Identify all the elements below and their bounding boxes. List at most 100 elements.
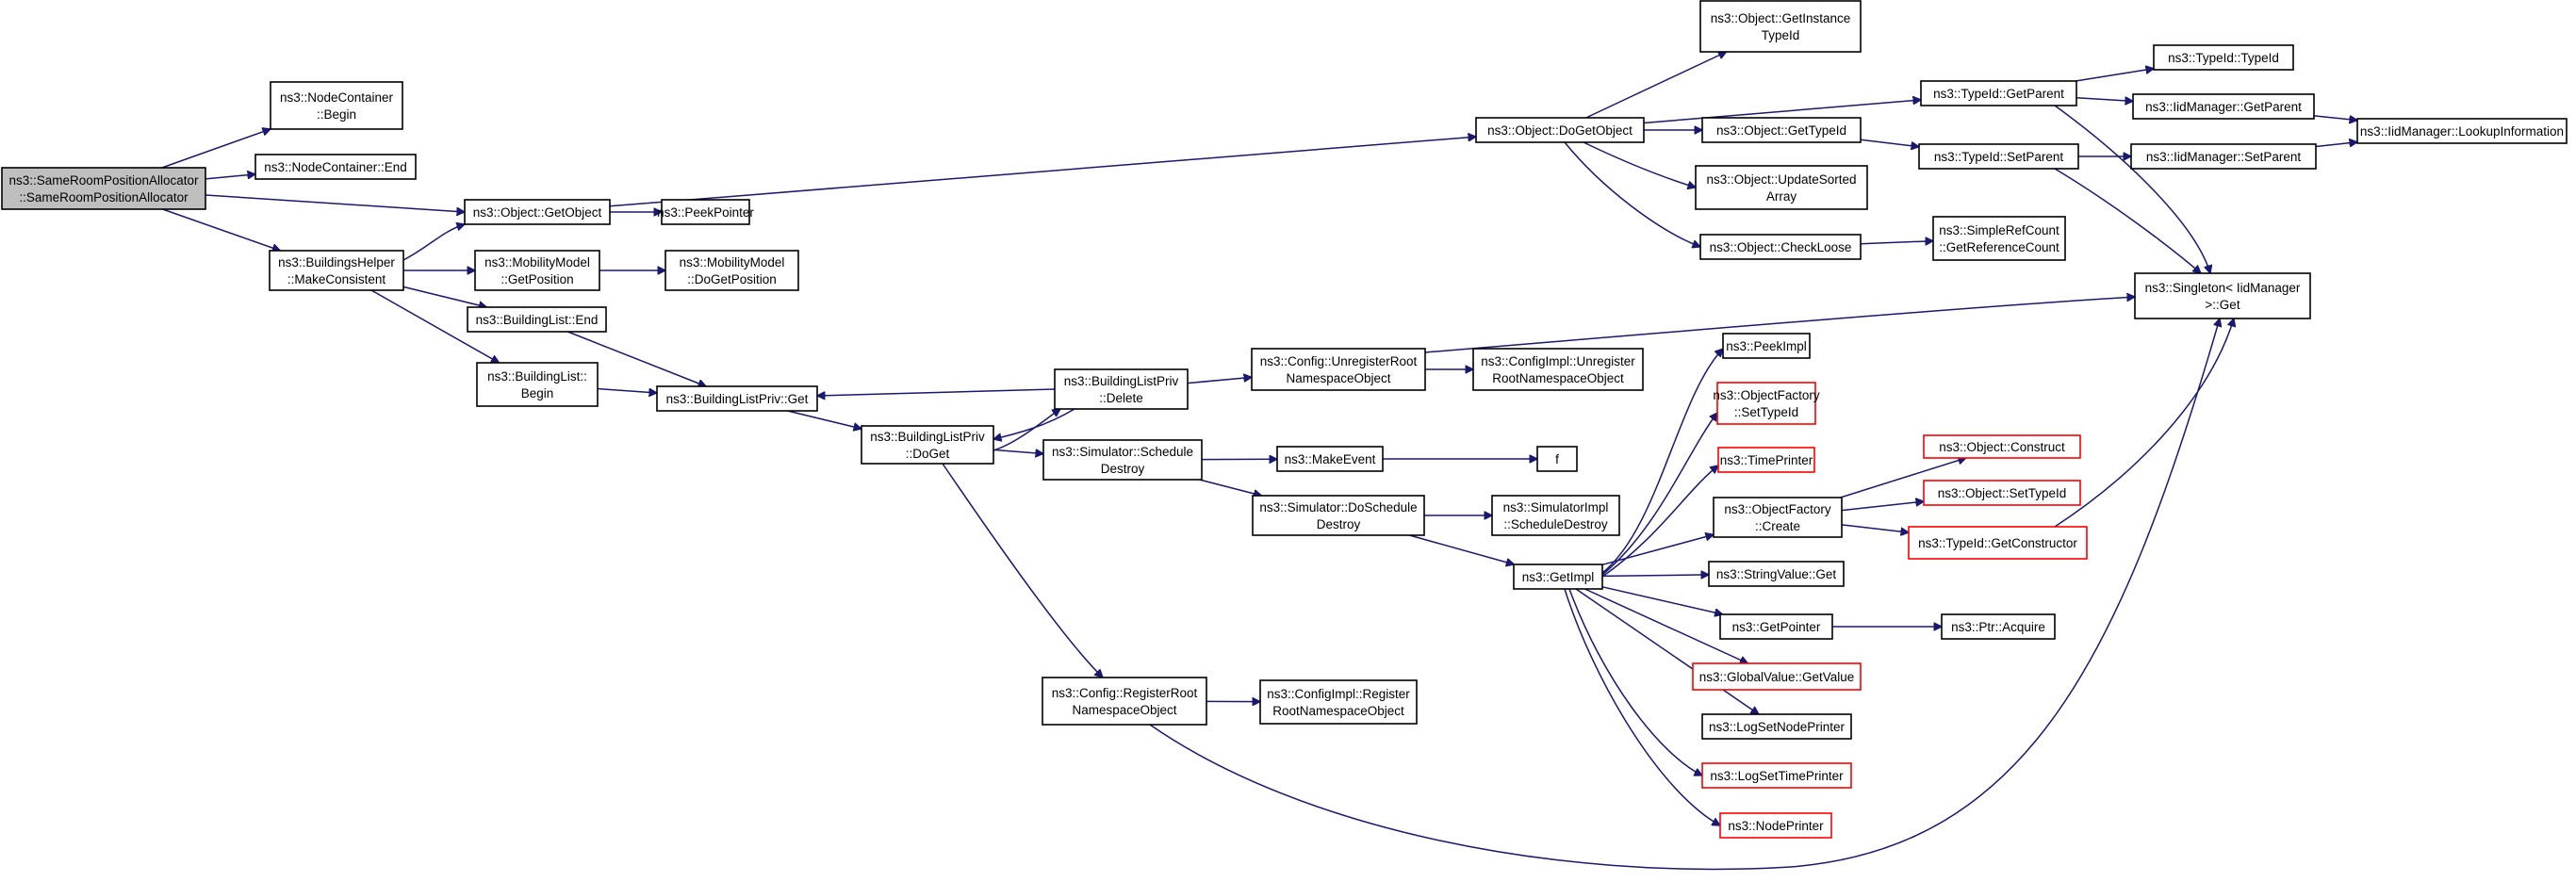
node-label: ns3::NodePrinter [1728, 819, 1824, 833]
graph-node-iid-setparent[interactable]: ns3::IidManager::SetParent [2130, 143, 2317, 170]
node-label: ::GetReferenceCount [1939, 240, 2059, 254]
node-box [1918, 143, 2079, 170]
graph-node-iid-getparent[interactable]: ns3::IidManager::GetParent [2132, 93, 2315, 120]
node-label: TypeId [1762, 28, 1800, 42]
node-box [1701, 762, 1852, 789]
node-box [665, 250, 799, 291]
node-label: ns3::BuildingListPriv [870, 430, 985, 444]
graph-node-simimpl-sched[interactable]: ns3::SimulatorImpl::ScheduleDestroy [1491, 495, 1620, 536]
graph-node-of-settypeid[interactable]: ns3::ObjectFactory::SetTypeId [1713, 382, 1820, 425]
call-edge-getimpl-to-peekimpl [1601, 349, 1723, 574]
graph-node-nc-begin[interactable]: ns3::NodeContainer::Begin [270, 81, 403, 130]
node-label: ns3::Object::Construct [1939, 440, 2065, 454]
node-label: ns3::TypeId::GetParent [1933, 87, 2064, 101]
node-box [2356, 118, 2568, 144]
graph-node-cfg-unregister[interactable]: ns3::Config::UnregisterRootNamespaceObje… [1251, 348, 1426, 391]
graph-node-blp-delete[interactable]: ns3::BuildingListPriv::Delete [1054, 368, 1189, 410]
graph-node-obj-gettypeid[interactable]: ns3::Object::GetTypeId [1701, 117, 1862, 143]
node-label: ::Create [1755, 519, 1800, 533]
graph-node-f[interactable]: f [1536, 446, 1578, 472]
node-label: Array [1766, 189, 1797, 204]
graph-node-mm-dogetpos[interactable]: ns3::MobilityModel::DoGetPosition [665, 250, 799, 291]
graph-node-tid-setparent[interactable]: ns3::TypeId::SetParent [1918, 143, 2079, 170]
node-label: ns3::MobilityModel [484, 255, 590, 270]
graph-node-nc-end[interactable]: ns3::NodeContainer::End [254, 154, 417, 180]
node-box [656, 385, 818, 412]
graph-node-blp-doget[interactable]: ns3::BuildingListPriv::DoGet [861, 425, 994, 465]
graph-node-logsettimeprinter[interactable]: ns3::LogSetTimePrinter [1701, 762, 1852, 789]
node-box [1695, 165, 1868, 210]
call-edge-blp_delete-to-blp_get [817, 388, 1056, 396]
graph-node-bl-begin[interactable]: ns3::BuildingList::Begin [476, 362, 599, 407]
graph-node-ptr-acquire[interactable]: ns3::Ptr::Acquire [1941, 613, 2056, 640]
graph-node-obj-checkloose[interactable]: ns3::Object::CheckLoose [1699, 234, 1862, 260]
node-label: ns3::Object::GetInstance [1711, 11, 1851, 25]
graph-node-tid-typeid[interactable]: ns3::TypeId::TypeId [2153, 44, 2294, 71]
node-label: Destroy [1101, 462, 1145, 476]
graph-node-stringvalue-get[interactable]: ns3::StringValue::Get [1708, 561, 1845, 587]
graph-node-root[interactable]: ns3::SameRoomPositionAllocator::SameRoom… [1, 167, 206, 210]
graph-node-bl-end[interactable]: ns3::BuildingList::End [467, 306, 607, 333]
graph-node-obj-dogetobject[interactable]: ns3::Object::DoGetObject [1475, 117, 1645, 143]
call-edge-root-to-obj_getobject [205, 194, 465, 212]
graph-node-peekpointer[interactable]: ns3::PeekPointer [657, 199, 754, 225]
node-box [1699, 234, 1862, 260]
node-label: ns3::ConfigImpl::Register [1267, 687, 1410, 701]
call-edge-root-to-bh_make [162, 208, 281, 251]
graph-node-logsetnodeprinter[interactable]: ns3::LogSetNodePrinter [1701, 713, 1852, 740]
node-label: Begin [521, 386, 554, 400]
node-box [1513, 564, 1603, 590]
graph-node-nodeprinter[interactable]: ns3::NodePrinter [1719, 812, 1832, 839]
node-box [1701, 713, 1852, 740]
node-label: ns3::ObjectFactory [1713, 388, 1820, 402]
graph-node-mm-getpos[interactable]: ns3::MobilityModel::GetPosition [474, 250, 600, 291]
call-edge-bh_make-to-obj_getobject [402, 224, 465, 261]
graph-node-timeprinter[interactable]: ns3::TimePrinter [1717, 447, 1815, 473]
graph-node-srefcount[interactable]: ns3::SimpleRefCount::GetReferenceCount [1932, 216, 2066, 261]
graph-node-tid-getparent[interactable]: ns3::TypeId::GetParent [1920, 80, 2077, 106]
graph-node-cfgimpl-unregister[interactable]: ns3::ConfigImpl::UnregisterRootNamespace… [1472, 348, 1644, 391]
node-box [2130, 143, 2317, 170]
node-box [1259, 679, 1418, 725]
graph-node-sim-schedule[interactable]: ns3::Simulator::ScheduleDestroy [1042, 439, 1203, 481]
node-label: ns3::SimpleRefCount [1939, 223, 2059, 237]
graph-node-makeevent[interactable]: ns3::MakeEvent [1276, 446, 1384, 472]
node-box [1923, 480, 2081, 506]
node-label: ::Delete [1099, 391, 1143, 405]
graph-node-bh-make[interactable]: ns3::BuildingsHelper::MakeConsistent [269, 250, 404, 291]
node-label: ns3::Singleton< IidManager [2145, 281, 2301, 295]
node-box [1719, 812, 1832, 839]
node-label: RootNamespaceObject [1492, 371, 1624, 385]
graph-node-singleton-get[interactable]: ns3::Singleton< IidManager>::Get [2134, 272, 2311, 319]
node-box [1908, 526, 2088, 560]
call-edge-getimpl-to-logsetnodeprinter [1575, 588, 1759, 714]
graph-node-getimpl[interactable]: ns3::GetImpl [1513, 564, 1603, 590]
node-label: NamespaceObject [1286, 371, 1390, 385]
graph-node-peekimpl[interactable]: ns3::PeekImpl [1722, 333, 1811, 359]
graph-node-blp-get[interactable]: ns3::BuildingListPriv::Get [656, 385, 818, 412]
call-edge-tid_getctor-to-singleton_get [2054, 318, 2234, 528]
nodes-layer: ns3::SameRoomPositionAllocator::SameRoom… [1, 0, 2568, 839]
call-edge-obj_checkloose-to-srefcount [1860, 241, 1933, 244]
node-label: ::DoGetPosition [687, 272, 777, 286]
node-box [1717, 447, 1815, 473]
graph-node-getpointer[interactable]: ns3::GetPointer [1719, 613, 1833, 640]
graph-node-tid-getctor[interactable]: ns3::TypeId::GetConstructor [1908, 526, 2088, 560]
graph-node-gv-getvalue[interactable]: ns3::GlobalValue::GetValue [1692, 662, 1862, 691]
call-edge-getimpl-to-getpointer [1601, 586, 1723, 614]
node-box [464, 199, 611, 225]
call-edge-root-to-nc_end [205, 174, 255, 180]
call-edge-sim_doschedule-to-getimpl [1409, 534, 1514, 564]
graph-node-obj-settypeid[interactable]: ns3::Object::SetTypeId [1923, 480, 2081, 506]
graph-node-cfgimpl-register[interactable]: ns3::ConfigImpl::RegisterRootNamespaceOb… [1259, 679, 1418, 725]
graph-node-of-create[interactable]: ns3::ObjectFactory::Create [1713, 497, 1843, 538]
graph-node-obj-construct[interactable]: ns3::Object::Construct [1923, 434, 2081, 459]
graph-node-iid-lookup[interactable]: ns3::IidManager::LookupInformation [2356, 118, 2568, 144]
graph-node-obj-getobject[interactable]: ns3::Object::GetObject [464, 199, 611, 225]
node-label: ns3::LogSetNodePrinter [1709, 720, 1846, 734]
node-label: ::Begin [317, 107, 356, 122]
